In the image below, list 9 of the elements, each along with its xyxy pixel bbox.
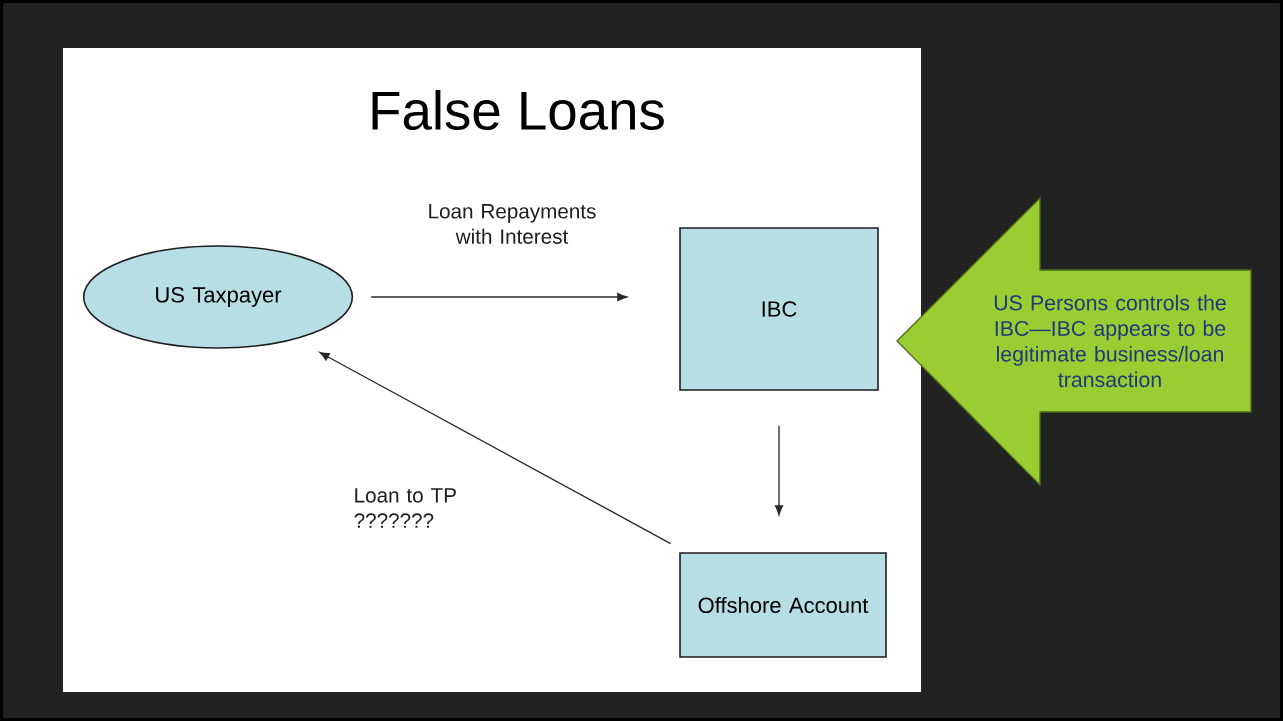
edge-label: Loan to TP ??????? — [354, 488, 456, 528]
arrow — [319, 351, 672, 545]
oval-node: US Taxpayer — [82, 245, 354, 349]
arrow — [370, 292, 628, 302]
process-box: IBC — [679, 227, 879, 391]
arrow — [774, 425, 784, 516]
process-box: Offshore Account — [679, 552, 887, 658]
edge-label: Loan Repayments with Interest — [429, 204, 596, 244]
title: False Loans — [372, 89, 664, 131]
